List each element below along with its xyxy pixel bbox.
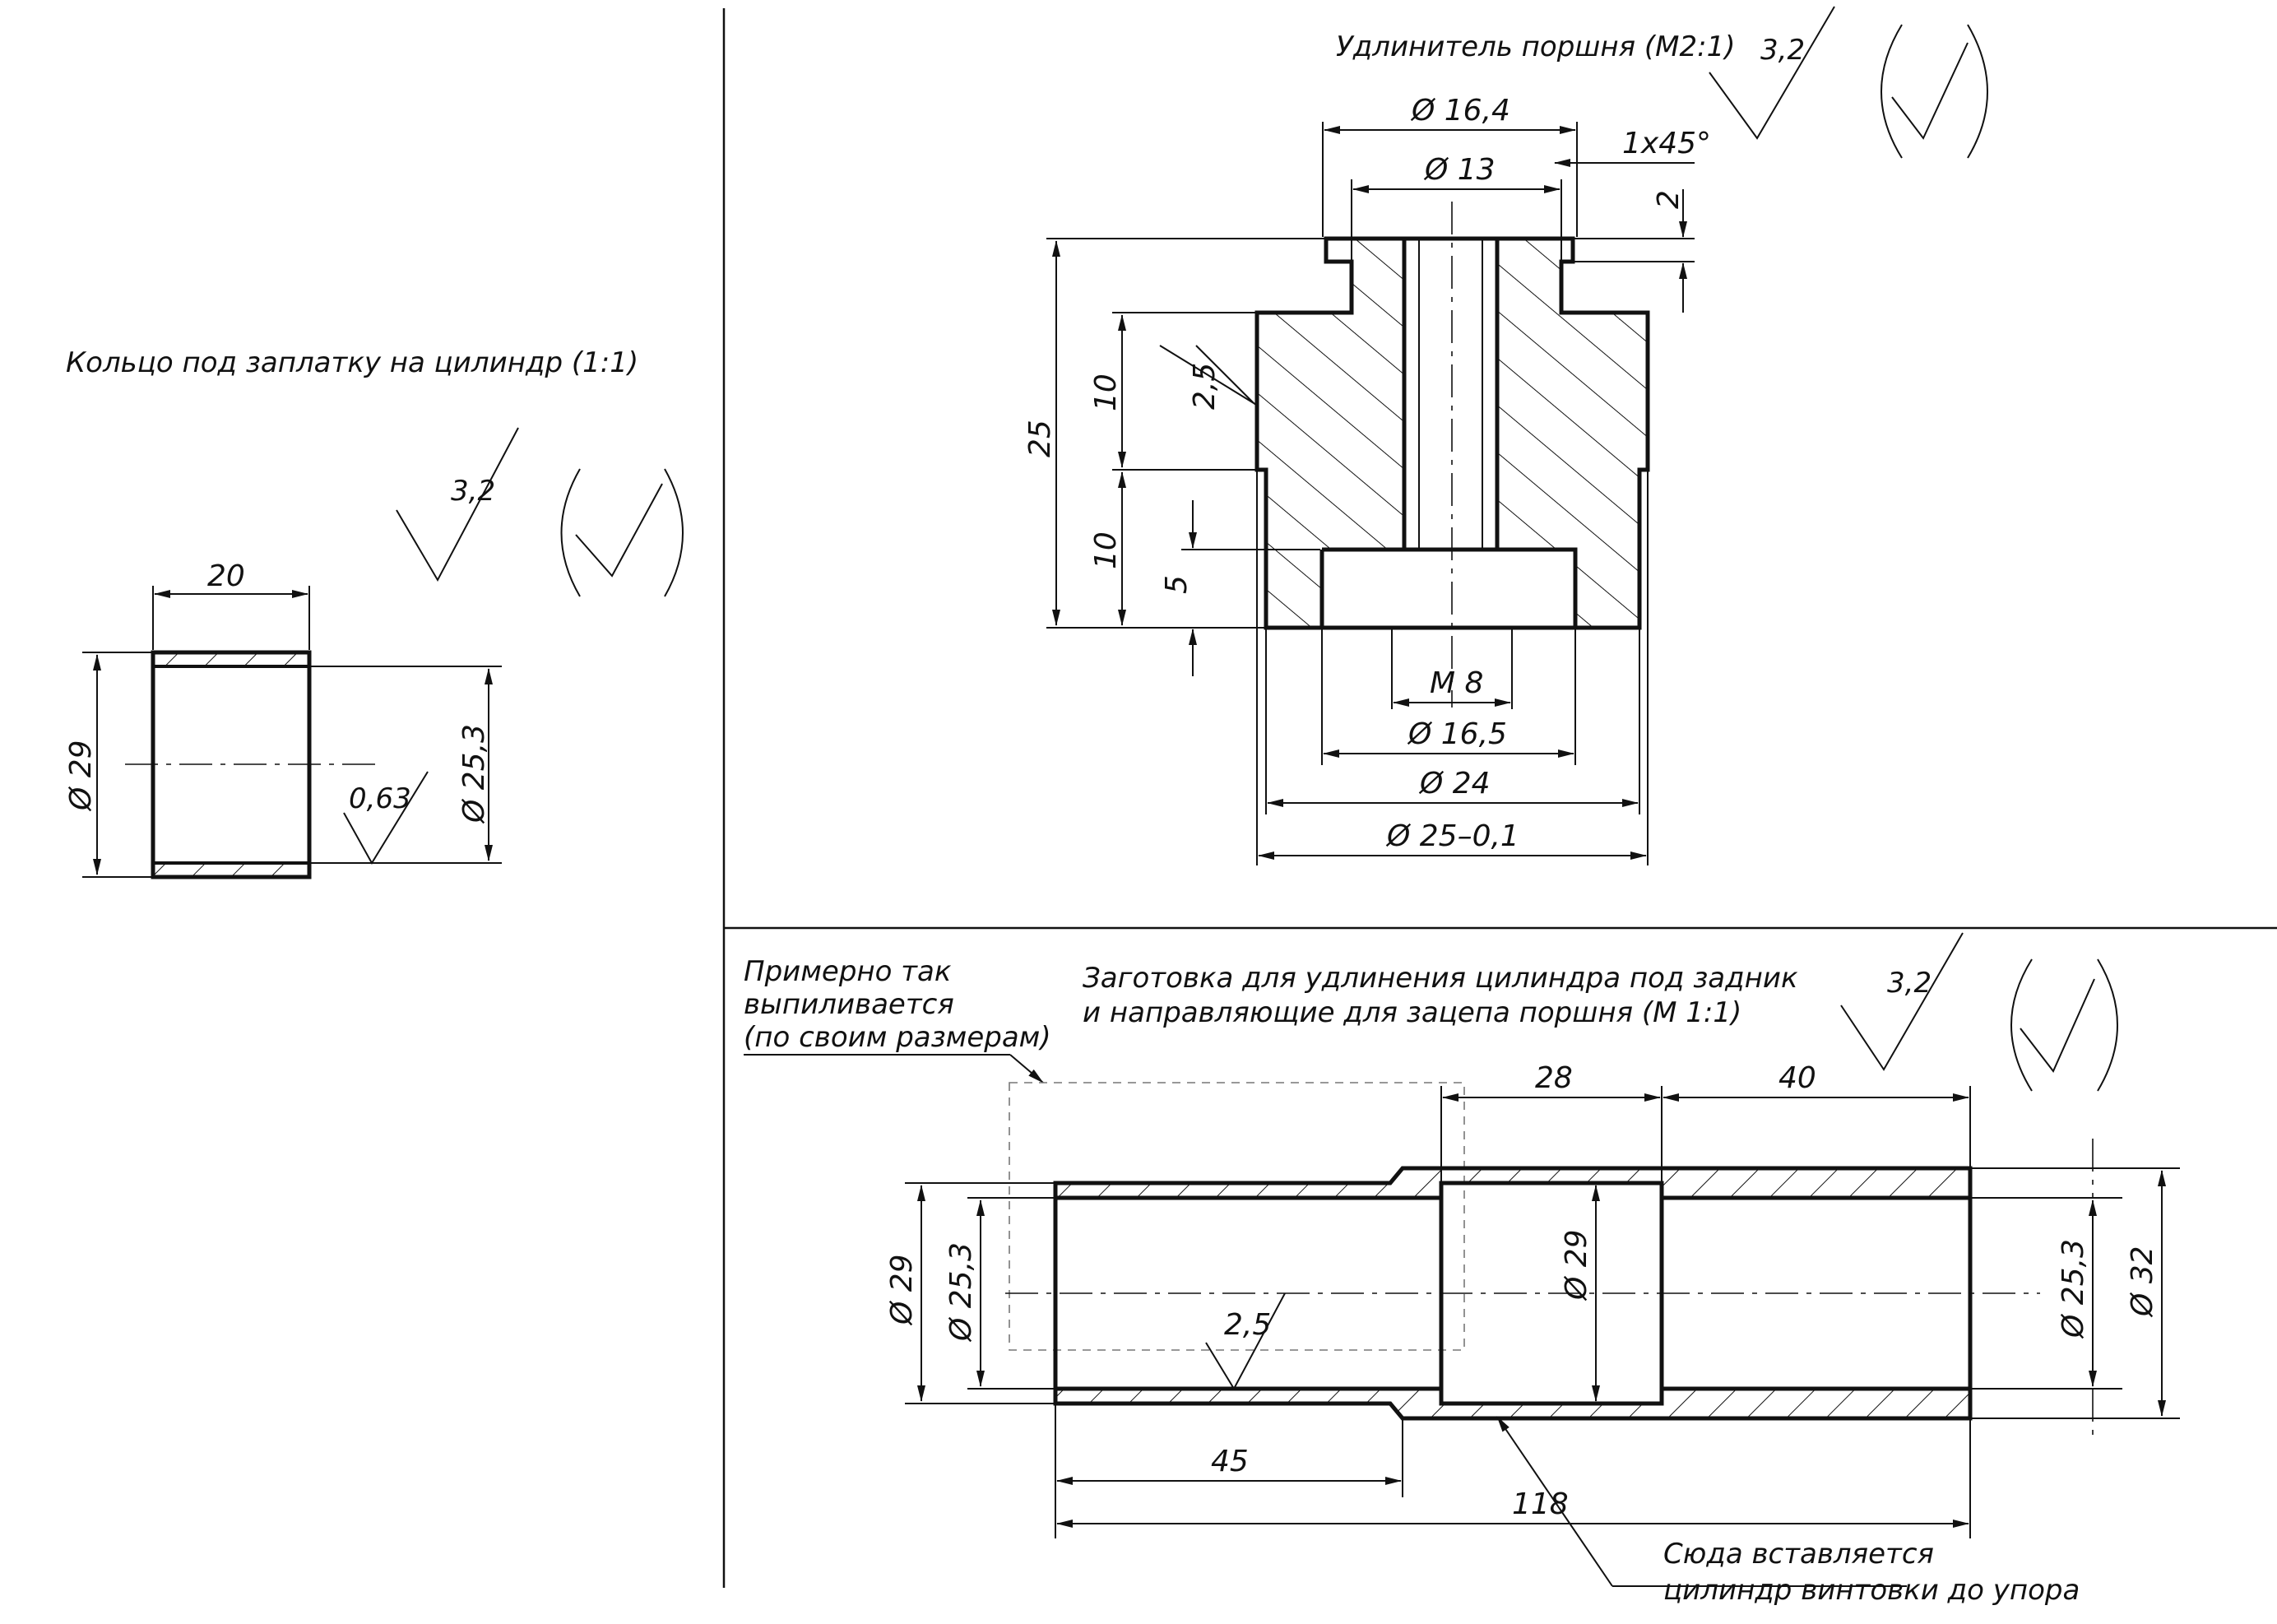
blank-title-line2: и направляющие для зацепа поршня (М 1:1)	[1083, 996, 1741, 1029]
blank-dim-45: 45	[1211, 1445, 1249, 1478]
extender-dim-height: 25	[1023, 420, 1057, 457]
extender-drawing: Удлинитель поршня (М2:1) 3,2 Ø 16,4 Ø 13	[1023, 6, 1988, 865]
blank-cutout-outline	[1009, 1082, 1465, 1351]
blank-title-line1: Заготовка для удлинения цилиндра под зад…	[1083, 962, 1798, 995]
blank-roughness-value: 3,2	[1887, 967, 1932, 1000]
blank-note-line2: выпиливается	[744, 988, 954, 1021]
extender-dim-thread: М 8	[1430, 666, 1483, 700]
ring-roughness-value: 3,2	[451, 475, 495, 508]
extender-roughness-value: 3,2	[1760, 34, 1805, 67]
extender-roughness-symbol: 3,2	[1709, 6, 1835, 140]
extender-title: Удлинитель поршня (М2:1)	[1336, 30, 1735, 63]
ring-dim-inner: Ø 25,3	[457, 724, 491, 824]
ring-title: Кольцо под заплатку на цилиндр (1:1)	[66, 346, 638, 379]
extender-dim-flange: 2	[1652, 190, 1686, 209]
ring-roughness-symbol: 3,2	[396, 427, 519, 582]
blank-dim-mid: Ø 29	[1560, 1229, 1593, 1302]
blank-dim-40: 40	[1778, 1061, 1816, 1095]
extender-dim-upper: 10	[1089, 374, 1123, 411]
blank-note-line1: Примерно так	[744, 955, 952, 988]
extender-dim-recess: 5	[1160, 575, 1194, 594]
blank-dim-left-inner: Ø 25,3	[944, 1242, 978, 1343]
blank-dim-right-outer: Ø 32	[2126, 1246, 2159, 1318]
blank-inner-roughness-symbol: 2,5	[1205, 1292, 1286, 1391]
extender-dim-lower-dia: Ø 24	[1418, 767, 1491, 800]
extender-bore-outline	[1319, 239, 1578, 628]
ring-drawing: Кольцо под заплатку на цилиндр (1:1) 3,2…	[64, 346, 684, 879]
extender-dim-lower: 10	[1089, 531, 1123, 569]
blank-callout-line2: цилиндр винтовки до упора	[1663, 1574, 2080, 1607]
ring-inner-roughness-symbol: 0,63	[343, 771, 429, 865]
blank-roughness-symbol: 3,2	[1840, 932, 1964, 1071]
blank-drawing: Заготовка для удлинения цилиндра под зад…	[744, 932, 2180, 1607]
extender-dim-chamfer: 1x45°	[1622, 127, 1711, 160]
blank-dim-left-outer: Ø 29	[885, 1254, 919, 1326]
extender-side-roughness-symbol: 2,5	[1159, 345, 1259, 410]
ring-wall-bottom	[151, 861, 311, 879]
extender-roughness-other-symbol	[1880, 24, 1988, 159]
blank-roughness-other-symbol	[2010, 958, 2118, 1092]
ring-inner-roughness-value: 0,63	[349, 782, 411, 815]
extender-side-roughness-value: 2,5	[1188, 363, 1222, 410]
ring-wall-top	[151, 651, 311, 668]
blank-dim-28: 28	[1535, 1061, 1573, 1095]
ring-outline	[151, 650, 312, 879]
extender-section	[1257, 239, 1648, 628]
blank-callout-line1: Сюда вставляется	[1663, 1538, 1934, 1571]
ring-dim-outer: Ø 29	[64, 740, 98, 812]
blank-inner-roughness-value: 2,5	[1224, 1308, 1271, 1342]
ring-roughness-other-symbol	[560, 468, 684, 597]
ring-dim-length: 20	[207, 559, 245, 593]
blank-dim-right-inner: Ø 25,3	[2057, 1239, 2090, 1339]
blank-note-line3: (по своим размерам)	[744, 1021, 1051, 1054]
extender-dim-neck-dia: Ø 13	[1423, 153, 1496, 187]
blank-dim-118: 118	[1512, 1487, 1569, 1521]
extender-dim-top-dia: Ø 16,4	[1410, 94, 1510, 128]
extender-dim-body-dia: Ø 25–0,1	[1385, 819, 1519, 853]
extender-dim-recess-dia: Ø 16,5	[1407, 717, 1507, 751]
blank-outline	[1053, 1166, 1973, 1421]
